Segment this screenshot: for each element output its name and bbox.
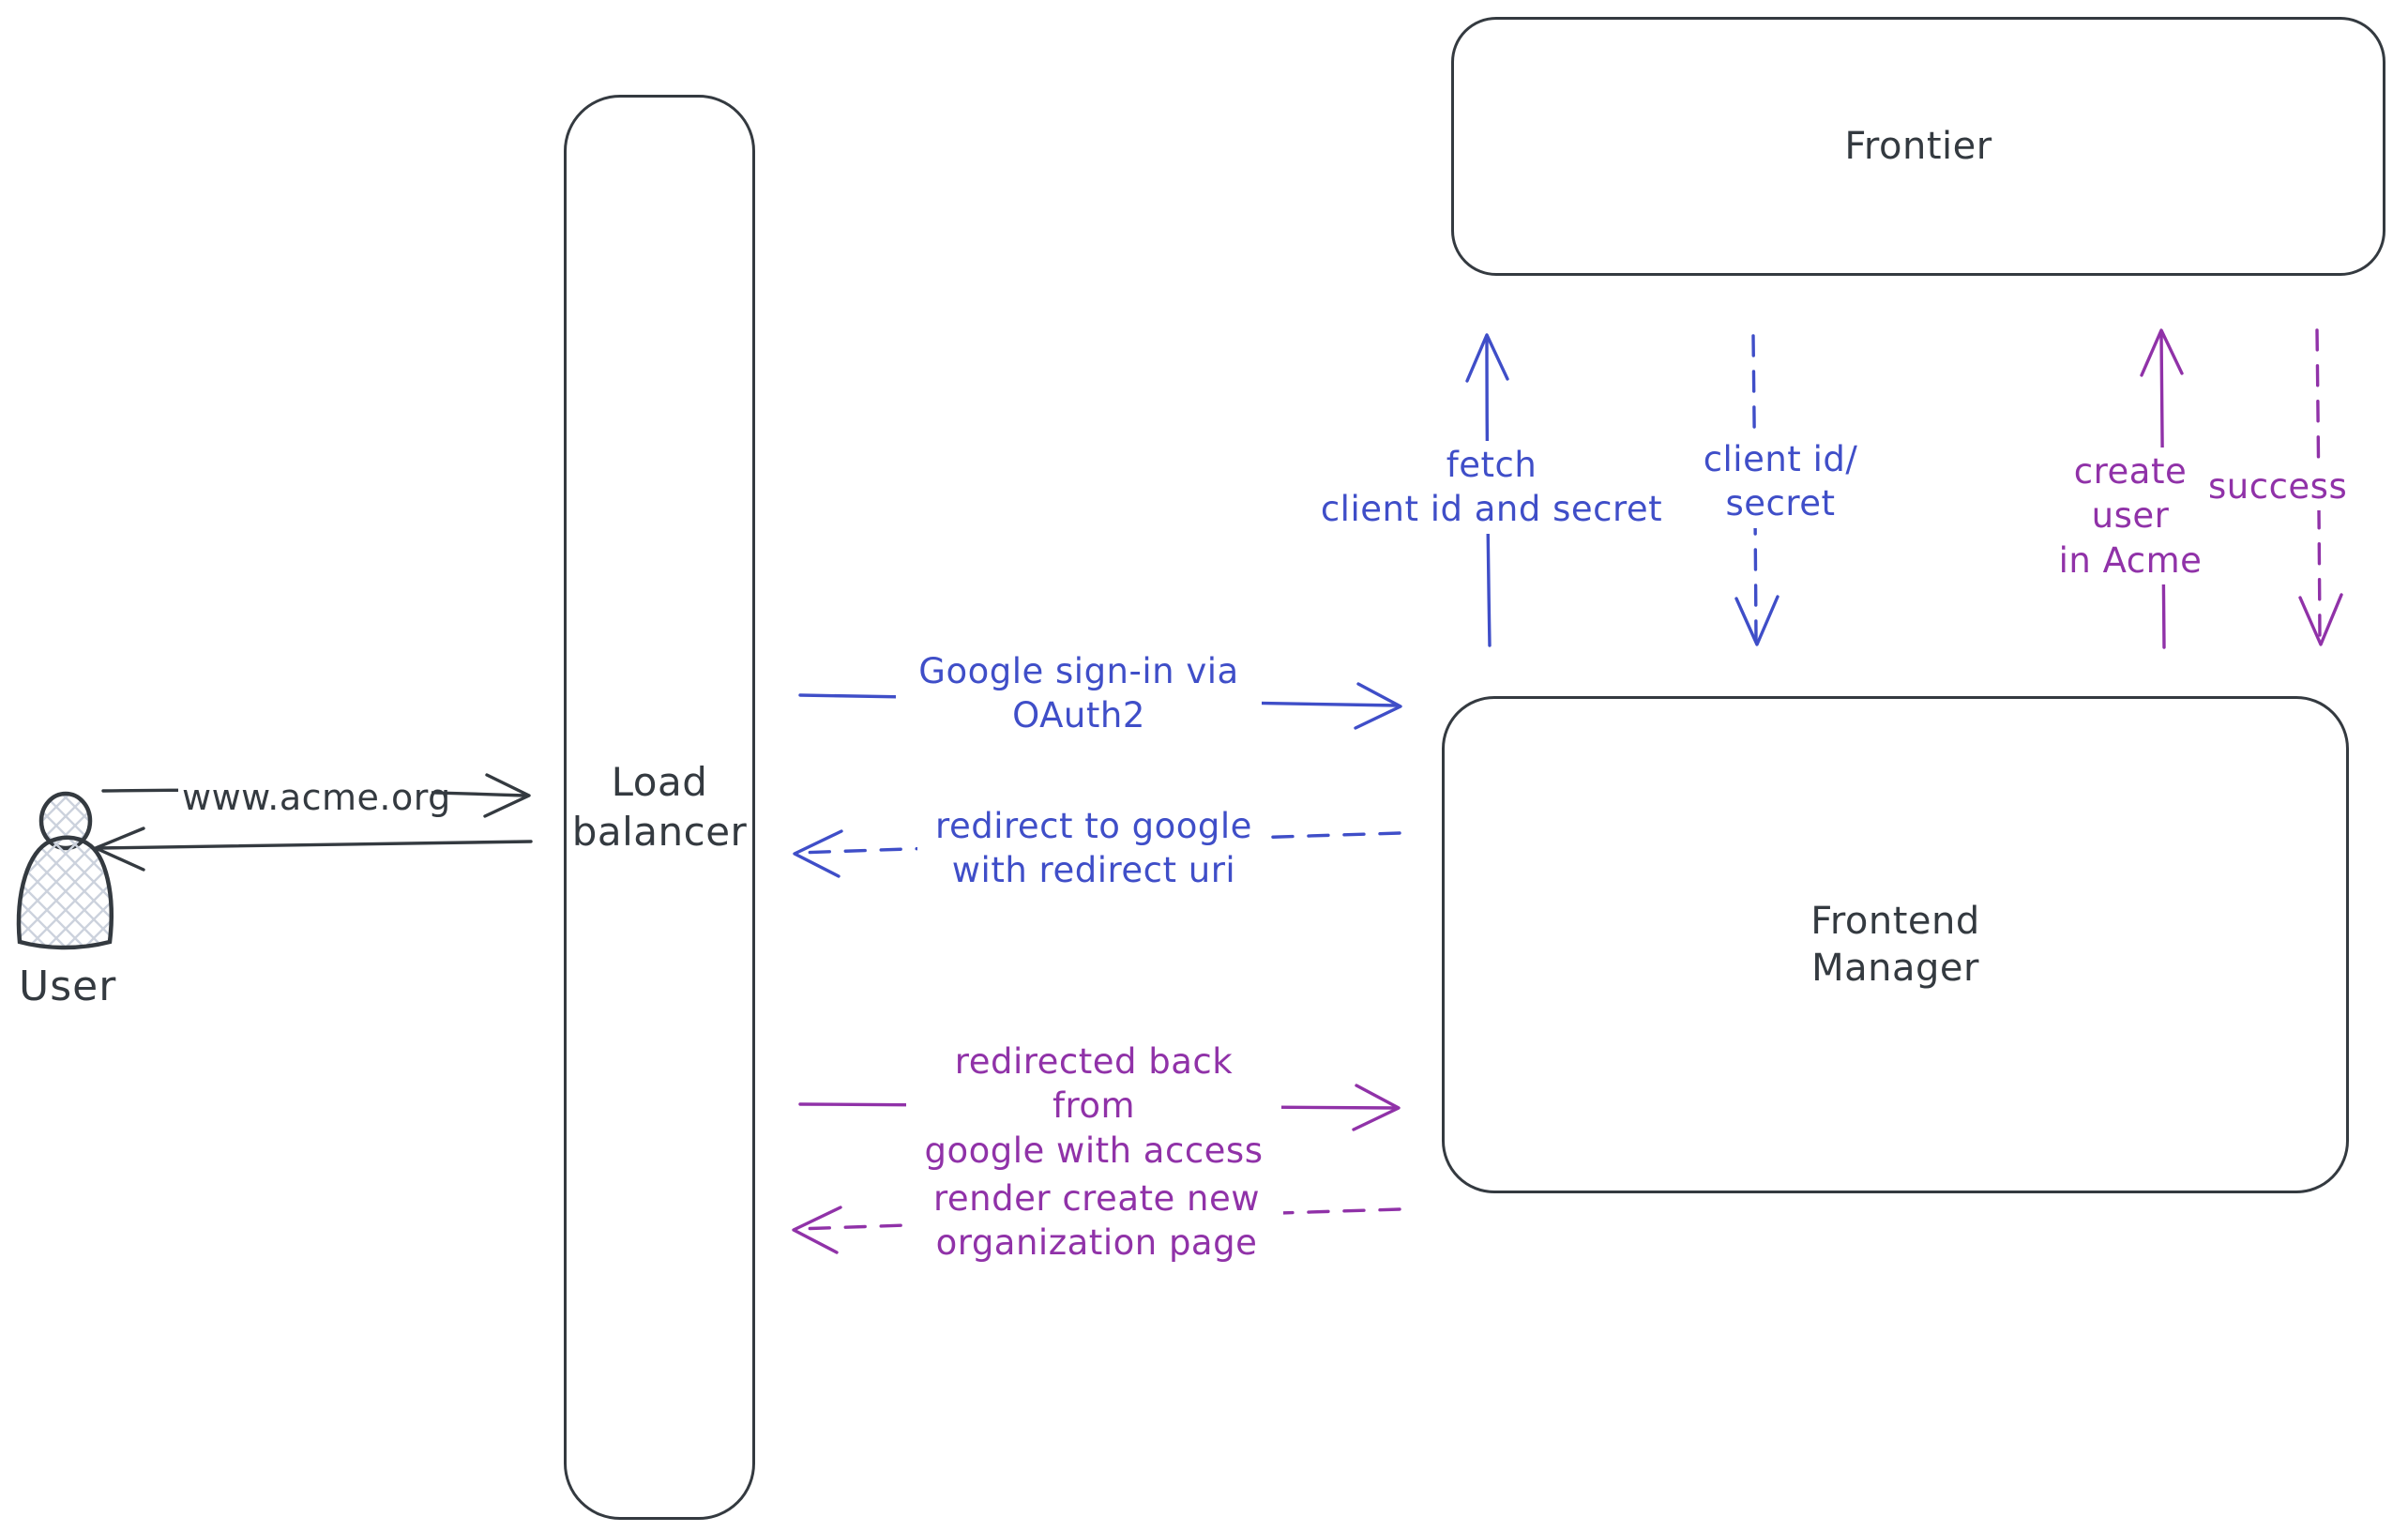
person-icon (16, 791, 114, 950)
frontend-manager-title: Frontend Manager (1810, 900, 1980, 990)
load-balancer-title: Load balancer (571, 759, 748, 855)
label-fetch-client-secret: fetch client id and secret (1306, 441, 1677, 534)
label-render-org-page: render create new organization page (910, 1175, 1283, 1267)
label-success: success (2204, 463, 2347, 511)
box-frontend-manager: Frontend Manager (1442, 696, 2349, 1193)
box-load-balancer: Load balancer (564, 95, 755, 1520)
label-redirect-google: redirect to google with redirect uri (917, 802, 1270, 895)
label-create-user: create user in Acme (2026, 447, 2234, 585)
user-label: User (19, 963, 117, 1010)
label-www-acme: www.acme.org (178, 773, 450, 823)
label-google-signin: Google sign-in via OAuth2 (896, 647, 1262, 740)
label-client-id-secret: client id/ secret (1684, 435, 1877, 528)
arrow-lb-response (94, 827, 533, 872)
box-frontier: Frontier (1451, 17, 2385, 276)
frontier-title: Frontier (1844, 125, 1992, 168)
